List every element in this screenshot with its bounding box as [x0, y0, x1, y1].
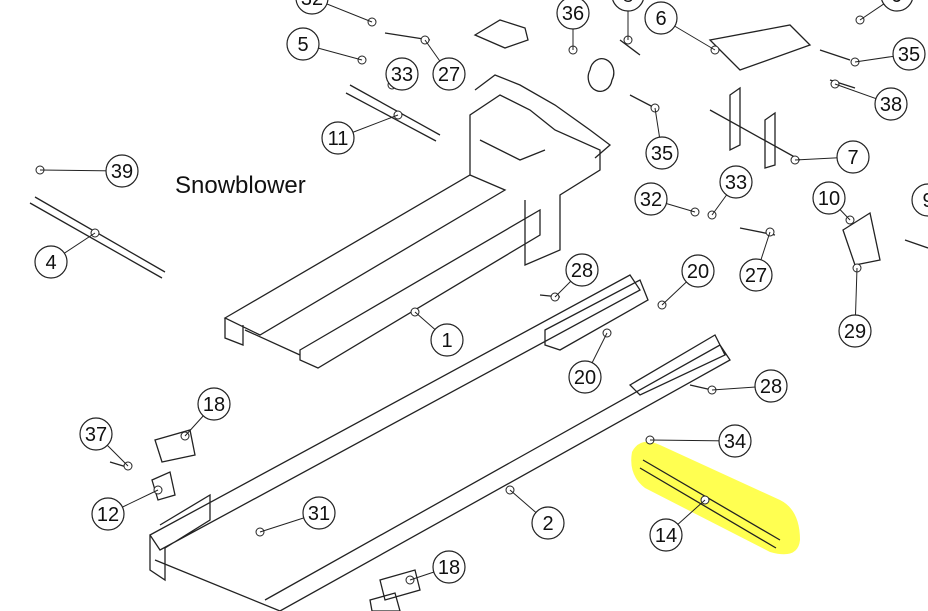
callout-27: 27 [432, 57, 466, 91]
callout-33: 33 [385, 57, 419, 91]
callout-20: 20 [568, 360, 602, 394]
callout-28: 28 [754, 369, 788, 403]
callout-number: 6 [655, 8, 666, 30]
callout-10: 10 [812, 181, 846, 215]
callout-number: 27 [745, 265, 767, 287]
callout-number: 36 [562, 3, 584, 25]
callout-18: 18 [432, 550, 466, 584]
leader-lines [39, 0, 910, 581]
callout-2: 2 [531, 506, 565, 540]
callout-number: 37 [85, 424, 107, 446]
callout-32: 32 [634, 182, 668, 216]
callout-number: 34 [724, 431, 746, 453]
callout-32: 32 [295, 0, 329, 15]
callout-35: 35 [645, 136, 679, 170]
callout-number: 35 [651, 143, 673, 165]
callout-number: 18 [438, 557, 460, 579]
callout-number: 28 [571, 260, 593, 282]
callout-7: 7 [836, 140, 870, 174]
callout-number: 27 [438, 64, 460, 86]
callout-number: 35 [898, 44, 920, 66]
callout-39: 39 [105, 154, 139, 188]
callout-number: 33 [725, 172, 747, 194]
callout-number: 4 [45, 252, 56, 274]
callout-number: 33 [391, 64, 413, 86]
callout-35: 35 [892, 37, 926, 71]
callout-number: 5 [297, 34, 308, 56]
callout-34: 34 [718, 424, 752, 458]
callout-number: 9 [891, 0, 902, 7]
callout-1: 1 [430, 323, 464, 357]
callout-number: 8 [622, 0, 633, 7]
callout-8: 8 [612, 0, 644, 12]
callout-number: 29 [844, 321, 866, 343]
leader-line [859, 0, 891, 21]
callout-number: 20 [687, 261, 709, 283]
snowblower-label: Snowblower [175, 172, 306, 199]
callout-number: 32 [301, 0, 323, 10]
callout-number: 39 [111, 161, 133, 183]
callout-38: 38 [874, 87, 908, 121]
callout-9: 9 [881, 0, 913, 12]
highlight-part-14 [631, 441, 800, 555]
parts-linework [29, 19, 928, 611]
callout-11: 11 [321, 121, 355, 155]
callout-4: 4 [34, 245, 68, 279]
callout-number: 20 [574, 367, 596, 389]
callout-number: 9 [922, 190, 928, 212]
callout-20: 20 [681, 254, 715, 288]
callout-number: 28 [760, 376, 782, 398]
callout-number: 31 [308, 503, 330, 525]
callout-number: 2 [542, 513, 553, 535]
callout-number: 14 [655, 525, 677, 547]
callout-number: 12 [97, 504, 119, 526]
callout-number: 32 [640, 189, 662, 211]
callout-number: 11 [328, 128, 349, 150]
callout-29: 29 [838, 314, 872, 348]
callout-27: 27 [739, 258, 773, 292]
callout-5: 5 [286, 27, 320, 61]
callout-6: 6 [644, 1, 678, 35]
callout-14: 14 [649, 518, 683, 552]
callout-number: 18 [203, 394, 225, 416]
callout-number: 38 [880, 94, 902, 116]
callout-31: 31 [302, 496, 336, 530]
callout-number: 10 [818, 188, 840, 210]
callout-number: 1 [441, 330, 452, 352]
callout-33: 33 [719, 165, 753, 199]
callout-9: 9 [911, 183, 928, 217]
callout-12: 12 [91, 497, 125, 531]
callout-number: 7 [847, 147, 858, 169]
callouts: 3253327113686353835739323310272820294120… [34, 0, 928, 584]
callout-28: 28 [565, 253, 599, 287]
callout-37: 37 [79, 417, 113, 451]
callout-36: 36 [556, 0, 590, 30]
callout-18: 18 [197, 387, 231, 421]
